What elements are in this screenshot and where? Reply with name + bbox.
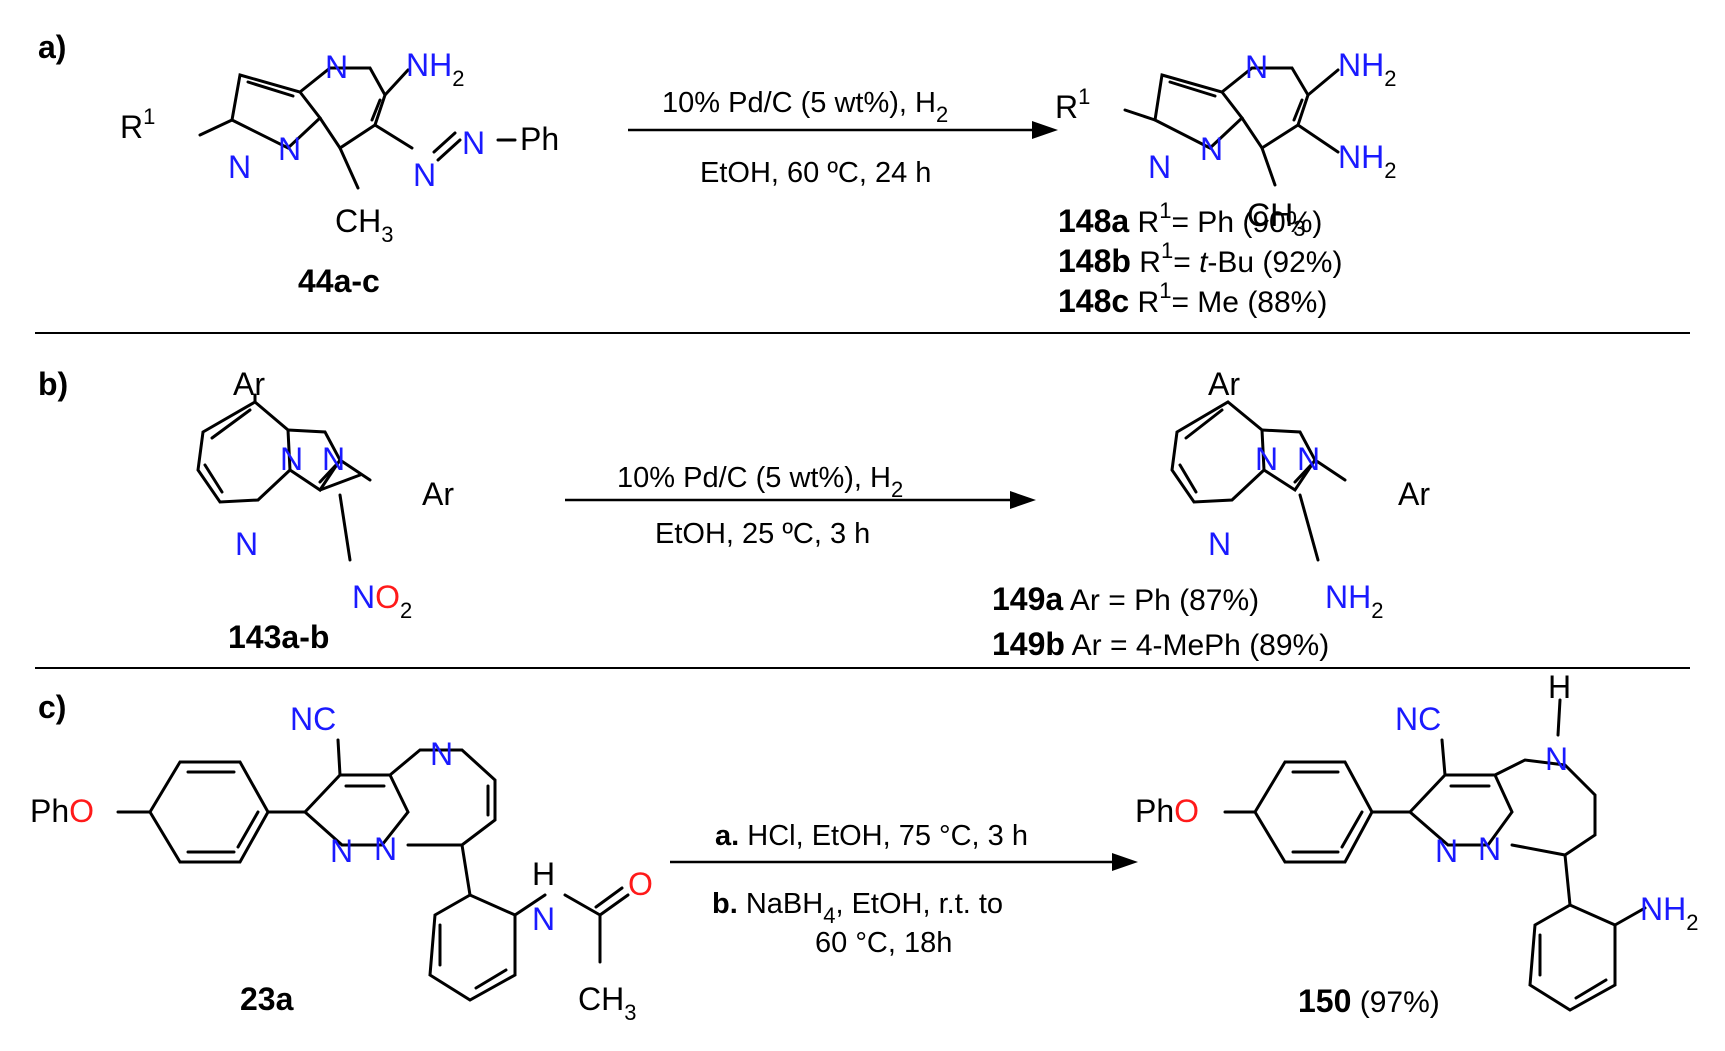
conditions-a-line2: EtOH, 60 ºC, 24 h [700,157,931,189]
nc-150: NC [1395,701,1441,737]
ar-top-149: Ar [1208,366,1240,402]
nh2-149: NH2 [1325,579,1383,623]
ch3-23a: CH3 [578,981,636,1025]
no2-143: NO2 [352,579,412,623]
reactant-143-structure [196,393,372,562]
ch3-44: CH3 [335,203,393,247]
ar-right-149: Ar [1398,476,1430,512]
atom-n-149-bridge: N [1255,441,1278,477]
atom-n-148-top: N [1245,49,1268,85]
conditions-b-line2: EtOH, 25 ºC, 3 h [655,518,870,550]
product-148b-line: 148b R1= t-Bu (92%) [1058,238,1342,279]
product-149b-line: 149b Ar = 4-MePh (89%) [992,626,1329,662]
nc-23a: NC [290,701,336,737]
arrowhead-a [1032,121,1058,139]
product-148a-line: 148a R1= Ph (90%) [1058,198,1322,239]
pho-23a: PhO [30,793,94,829]
conditions-c-step-b-line2: 60 °C, 18h [815,927,952,959]
atom-n-150-nh: N [1545,741,1568,777]
nh2-148-mid: NH2 [1338,139,1396,183]
atom-n-149-pz: N [1297,441,1320,477]
product-148c-line: 148c R1= Me (88%) [1058,278,1327,319]
product-150-line: 150 (97%) [1298,983,1440,1019]
atom-n-143-pz: N [322,441,345,477]
atom-n-150-pz: N [1435,833,1458,869]
product-149-structure [1170,400,1347,562]
conditions-b-line1: 10% Pd/C (5 wt%), H2 [617,462,903,502]
product-150-structure [1223,698,1647,1012]
r1-label-148: R1 [1055,84,1090,125]
nh2-44: NH2 [406,47,464,91]
azo-ph-44: Ph [520,121,559,157]
conditions-a-line1: 10% Pd/C (5 wt%), H2 [662,87,948,127]
compound-143a-b: 143a-b [228,619,329,655]
reactant-44a-c-structure [198,66,517,190]
amide-o-23a: O [628,866,653,902]
atom-n-143-bridge: N [280,441,303,477]
atom-n-150-bridge: N [1478,831,1501,867]
panel-b-label: b) [38,366,68,402]
amine-h-150: H [1548,669,1571,705]
pho-150: PhO [1135,793,1199,829]
product-149a-line: 149a Ar = Ph (87%) [992,581,1259,617]
atom-n-44-bridge: N [278,131,301,167]
conditions-c-step-a: a. HCl, EtOH, 75 °C, 3 h [715,820,1028,852]
atom-n-148-pz: N [1148,149,1171,185]
nh2-150: NH2 [1640,891,1698,935]
atom-n-44-top: N [325,49,348,85]
reactant-23a-structure [116,738,630,1002]
compound-23a: 23a [240,981,294,1017]
atom-n-44-pz: N [228,149,251,185]
atom-n-23a-bridge: N [374,831,397,867]
r1-label-44: R1 [120,104,155,145]
nh2-148-top: NH2 [1338,47,1396,91]
panel-a-label: a) [38,29,66,65]
conditions-c-step-b: b. NaBH4, EtOH, r.t. to [712,888,1003,928]
compound-44a-c: 44a-c [298,263,380,299]
atom-n-23a-pym: N [430,736,453,772]
amide-h-23a: H [532,856,555,892]
atom-n-148-bridge: N [1200,131,1223,167]
arrowhead-c [1112,853,1138,871]
ar-right-143: Ar [422,476,454,512]
atom-n-149-pym: N [1208,526,1231,562]
panel-c-label: c) [38,689,66,725]
atom-n-143-pym: N [235,526,258,562]
azo-n1-44: N [413,157,436,193]
ar-top-143: Ar [233,366,265,402]
product-148-structure [1123,66,1340,187]
azo-n2-44: N [462,125,485,161]
atom-n-23a-pz: N [330,833,353,869]
amide-n-23a: N [532,901,555,937]
arrowhead-b [1010,491,1036,509]
